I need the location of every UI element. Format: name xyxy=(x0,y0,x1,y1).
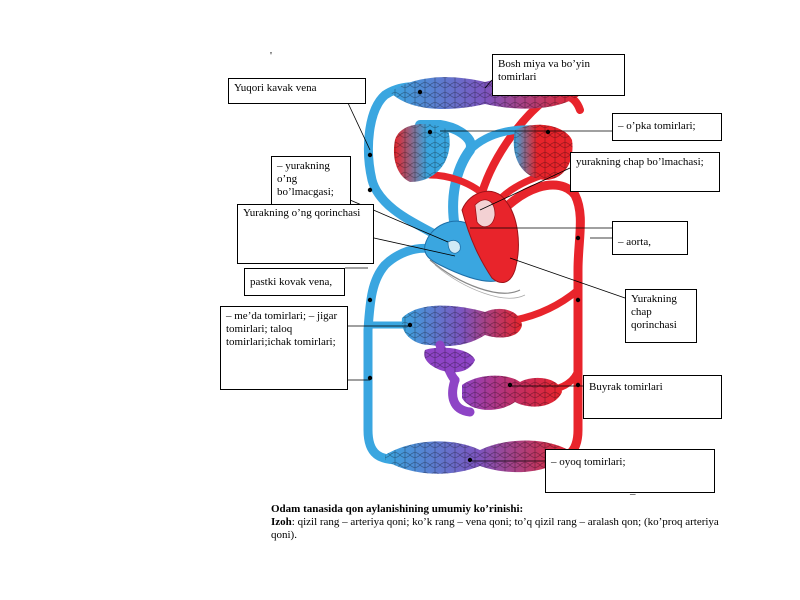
top-tick-mark: ' xyxy=(270,50,272,62)
label-kidney-vessels: Buyrak tomirlari xyxy=(583,375,722,419)
label-left-ventricle: Yurakning chap qorinchasi xyxy=(625,289,697,343)
systemic-vein-left xyxy=(363,243,453,465)
label-lung-vessels: – o’pka tomirlari; xyxy=(612,113,722,141)
figure-caption: Odam tanasida qon aylanishining umumiy k… xyxy=(271,503,731,542)
caption-note-text: : qizil rang – arteriya qoni; ko’k rang … xyxy=(271,516,719,541)
heart xyxy=(424,190,526,299)
label-right-atrium: – yurakning o’ng bo’lmacgasi; xyxy=(271,156,351,212)
label-leg-vessels: – oyoq tomirlari; xyxy=(545,449,715,493)
label-aorta: – aorta, xyxy=(612,221,688,255)
label-digestive-vessels: – me’da tomirlari; – jigar tomirlari; ta… xyxy=(220,306,348,390)
label-inferior-vena-cava: pastki kovak vena, xyxy=(244,268,345,296)
label-right-ventricle: Yurakning o’ng qorinchasi xyxy=(237,204,374,264)
label-brain-neck-vessels: Bosh miya va bo’yin tomirlari xyxy=(492,54,625,96)
label-left-atrium: yurakning chap bo’lmachasi; xyxy=(570,152,720,192)
caption-note: Izoh: qizil rang – arteriya qoni; ko’k r… xyxy=(271,516,731,542)
label-superior-vena-cava: Yuqori kavak vena xyxy=(228,78,366,104)
caption-note-key: Izoh xyxy=(271,516,292,528)
bottom-dash-mark: – xyxy=(630,488,636,500)
caption-title: Odam tanasida qon aylanishining umumiy k… xyxy=(271,503,524,515)
